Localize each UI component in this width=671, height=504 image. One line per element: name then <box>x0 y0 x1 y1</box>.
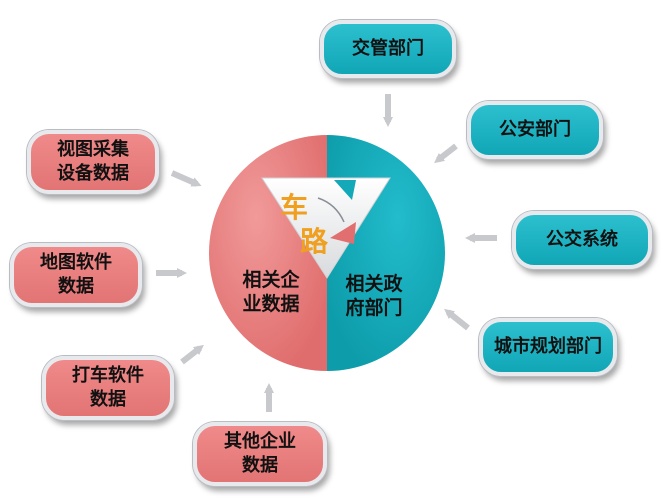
map-software-label: 地图软件 数据 <box>40 252 112 297</box>
map-software-box: 地图软件 数据 <box>10 243 142 307</box>
arrow-police-dept <box>434 143 458 164</box>
arrow-taxi-software <box>180 344 204 365</box>
enterprise-data-label: 相关企 业数据 <box>242 269 300 315</box>
taxi-software-label: 打车软件 数据 <box>72 365 144 410</box>
center-triangle <box>261 177 391 279</box>
bus-system-box: 公交系统 <box>512 211 652 269</box>
arrow-urban-planning <box>444 308 470 331</box>
urban-planning-label: 城市规划部门 <box>494 336 602 357</box>
center-char-road: 路 <box>300 225 329 258</box>
triangle-curve <box>317 197 345 223</box>
video-capture-box: 视图采集 设备数据 <box>27 130 159 194</box>
triangle-accent-red <box>330 222 356 244</box>
center-char-car: 车 <box>280 191 309 224</box>
triangle-accent-teal <box>334 180 356 200</box>
other-enterprise-label: 其他企业 数据 <box>224 431 296 476</box>
bus-system-label: 公交系统 <box>546 229 618 250</box>
arrow-video-capture <box>170 170 202 187</box>
traffic-dept-label: 交管部门 <box>352 38 424 59</box>
police-dept-label: 公安部门 <box>499 119 571 140</box>
other-enterprise-box: 其他企业 数据 <box>193 422 327 486</box>
traffic-dept-box: 交管部门 <box>320 20 456 78</box>
taxi-software-box: 打车软件 数据 <box>42 356 174 420</box>
government-dept-label: 相关政 府部门 <box>345 273 403 319</box>
video-capture-label: 视图采集 设备数据 <box>57 139 129 184</box>
urban-planning-box: 城市规划部门 <box>479 318 617 376</box>
police-dept-box: 公安部门 <box>467 101 603 159</box>
